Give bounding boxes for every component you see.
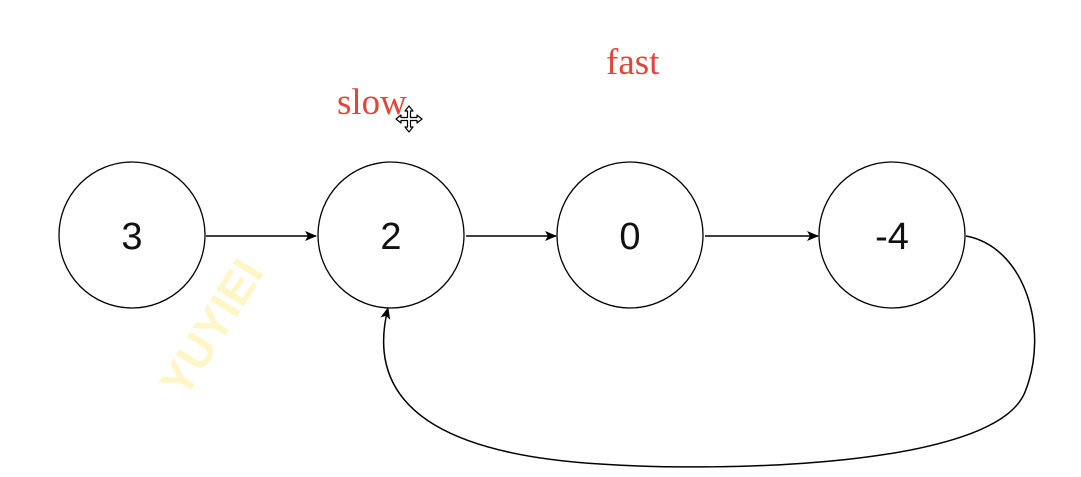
node-circle	[556, 161, 704, 309]
list-node-neg4: -4	[818, 161, 966, 309]
node-value: 0	[619, 216, 640, 258]
node-value: 3	[121, 216, 142, 258]
slow-pointer-label: slow	[337, 82, 407, 123]
move-cursor-icon	[395, 105, 423, 133]
list-node-2: 2	[317, 161, 465, 309]
node-circle	[58, 161, 206, 309]
node-value: 2	[380, 216, 401, 258]
edge-cycle-neg4-to-2	[380, 235, 1036, 468]
node-value: -4	[875, 216, 909, 258]
fast-pointer-label: fast	[606, 42, 660, 83]
list-node-0: 0	[556, 161, 704, 309]
list-node-3: 3	[58, 161, 206, 309]
node-circle	[818, 161, 966, 309]
node-circle	[317, 161, 465, 309]
